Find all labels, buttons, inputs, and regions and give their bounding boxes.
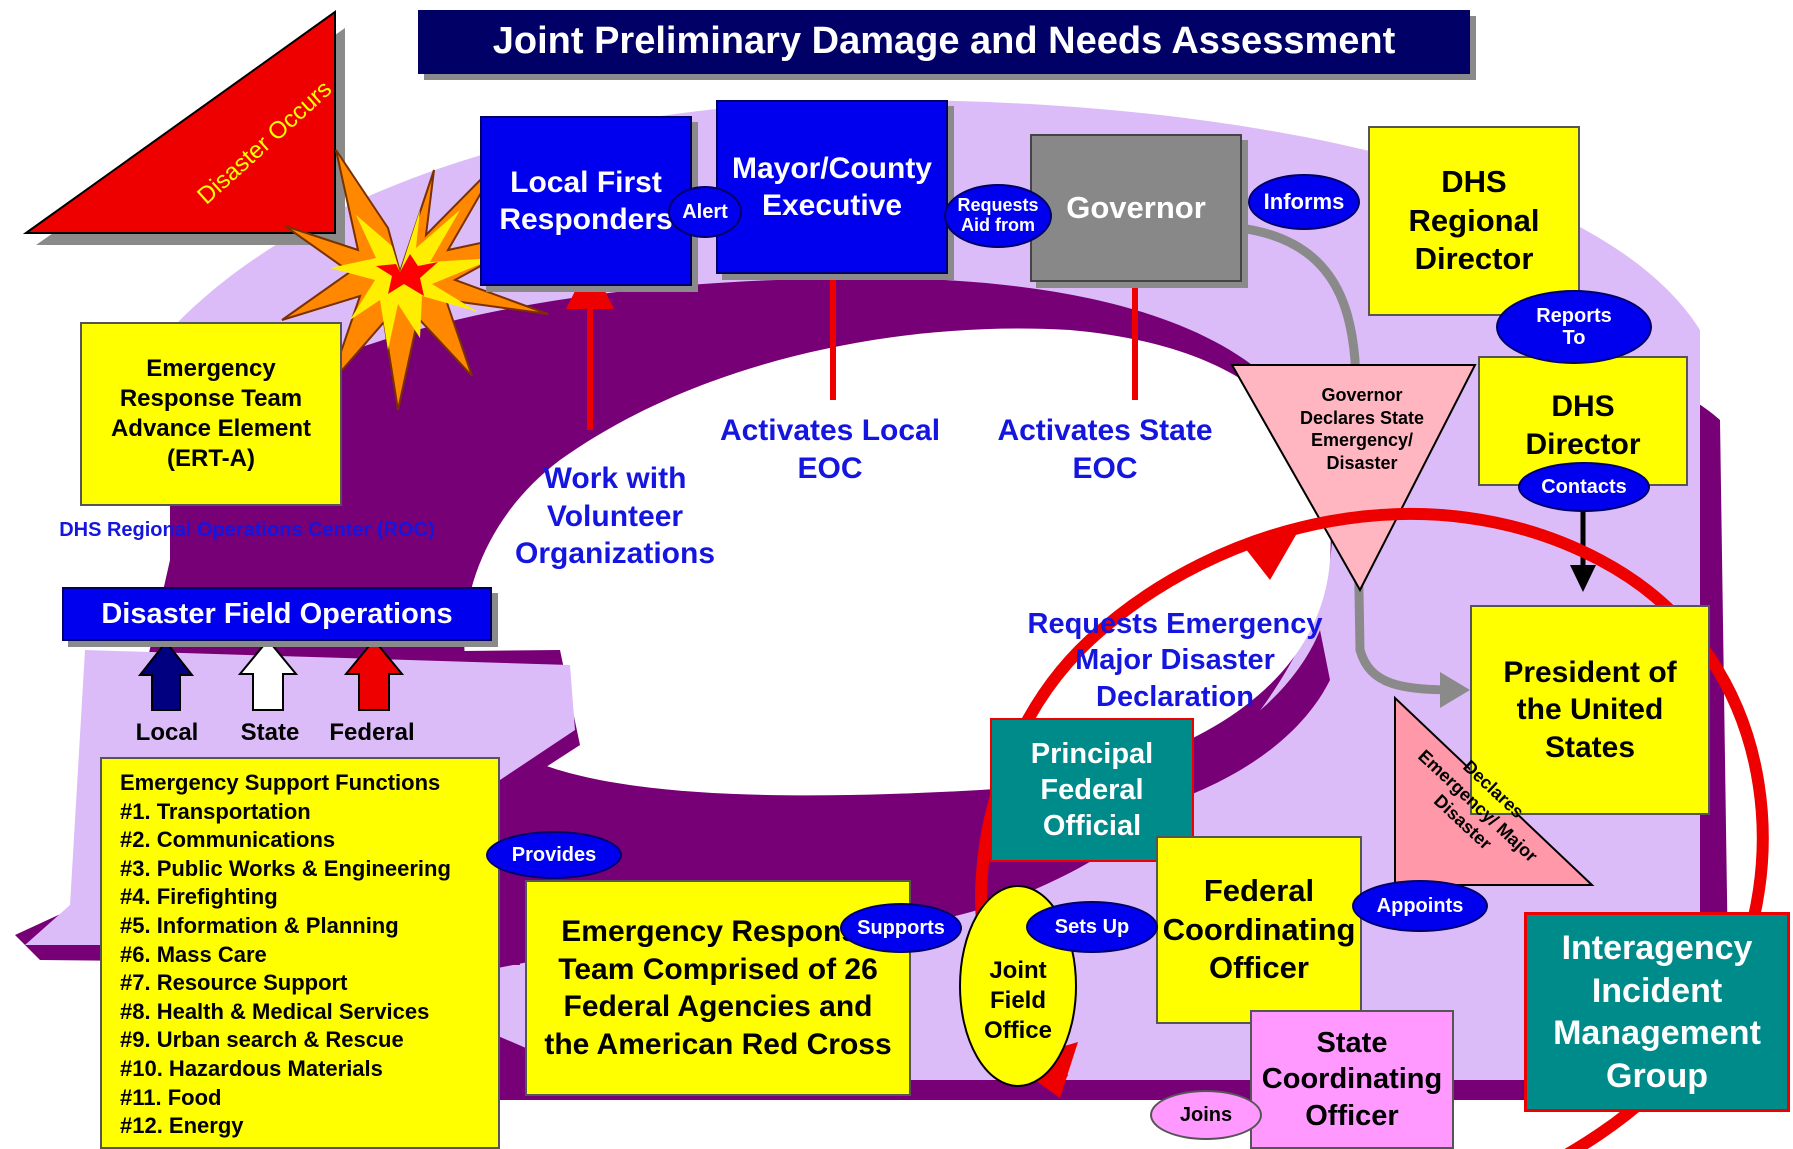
federal-arrow — [343, 638, 405, 711]
cycle-inner-area — [464, 328, 1331, 796]
governor-declares-label: Governor Declares State Emergency/ Disas… — [1299, 385, 1425, 473]
esf-item: #10. Hazardous Materials — [120, 1055, 383, 1081]
esf-item: #12. Energy — [120, 1113, 244, 1139]
mayor-county-executive-box: Mayor/County Executive — [716, 100, 948, 274]
work-with-volunteers-label: Work with Volunteer Organizations — [514, 462, 716, 570]
state-coordinating-officer-box: State Coordinating Officer — [1250, 1010, 1454, 1149]
federal-coordinating-officer-box: Federal Coordinating Officer — [1156, 836, 1362, 1024]
page-title: Joint Preliminary Damage and Needs Asses… — [418, 10, 1470, 74]
esf-item: #4. Firefighting — [120, 884, 278, 910]
governor-box: Governor — [1030, 134, 1242, 282]
esf-item: #8. Health & Medical Services — [120, 998, 430, 1024]
activates-state-eoc-label: Activates State EOC — [997, 414, 1213, 485]
provides-oval: Provides — [486, 831, 622, 879]
local-arrow — [137, 640, 195, 711]
esf-item: #3. Public Works & Engineering — [120, 855, 451, 881]
activates-local-eoc-label: Activates Local EOC — [719, 414, 941, 485]
local-label: Local — [135, 719, 199, 746]
president-box: President of the United States — [1470, 605, 1710, 815]
federal-label: Federal — [329, 719, 415, 746]
cycle-band — [145, 99, 1700, 1081]
local-first-responders-box: Local First Responders — [480, 116, 692, 286]
contacts-oval: Contacts — [1518, 462, 1650, 512]
esf-item: #1. Transportation — [120, 798, 311, 824]
state-arrow — [237, 638, 299, 711]
esf-item: #11. Food — [120, 1084, 222, 1110]
supports-oval: Supports — [840, 903, 962, 953]
dhs-regional-director-box: DHS Regional Director — [1368, 126, 1580, 316]
disaster-triangle — [22, 10, 336, 234]
esf-item: #7. Resource Support — [120, 970, 348, 996]
ert-a-box: Emergency Response Team Advance Element … — [80, 322, 342, 506]
esf-item: #2. Communications — [120, 827, 336, 853]
joins-oval: Joins — [1150, 1090, 1262, 1140]
iimg-box: Interagency Incident Management Group — [1524, 912, 1790, 1112]
informs-oval: Informs — [1248, 174, 1360, 230]
governor-grey-arrow — [1239, 223, 1461, 695]
appoints-oval: Appoints — [1352, 880, 1488, 932]
governor-declares-triangle — [1230, 364, 1477, 593]
alert-oval: Alert — [668, 186, 742, 238]
state-label: State — [240, 719, 300, 746]
esf-item: #5. Information & Planning — [120, 912, 399, 938]
esf-item: #9. Urban search & Rescue — [120, 1027, 404, 1053]
requests-aid-oval: Requests Aid from — [944, 184, 1052, 248]
reports-to-oval: Reports To — [1496, 290, 1652, 364]
esf-box: Emergency Support Functions #1. Transpor… — [100, 757, 500, 1149]
esf-item: #6. Mass Care — [120, 941, 267, 967]
requests-declaration-label: Requests Emergency Major Disaster Declar… — [1027, 608, 1323, 713]
disaster-field-operations-box: Disaster Field Operations — [62, 587, 492, 641]
roc-label: DHS Regional Operations Center (ROC) — [59, 519, 435, 541]
dhs-director-box: DHS Director — [1478, 356, 1688, 486]
joint-field-office-label: Joint Field Office — [983, 957, 1052, 1044]
esf-heading: Emergency Support Functions — [120, 770, 441, 795]
sets-up-oval: Sets Up — [1026, 901, 1158, 953]
